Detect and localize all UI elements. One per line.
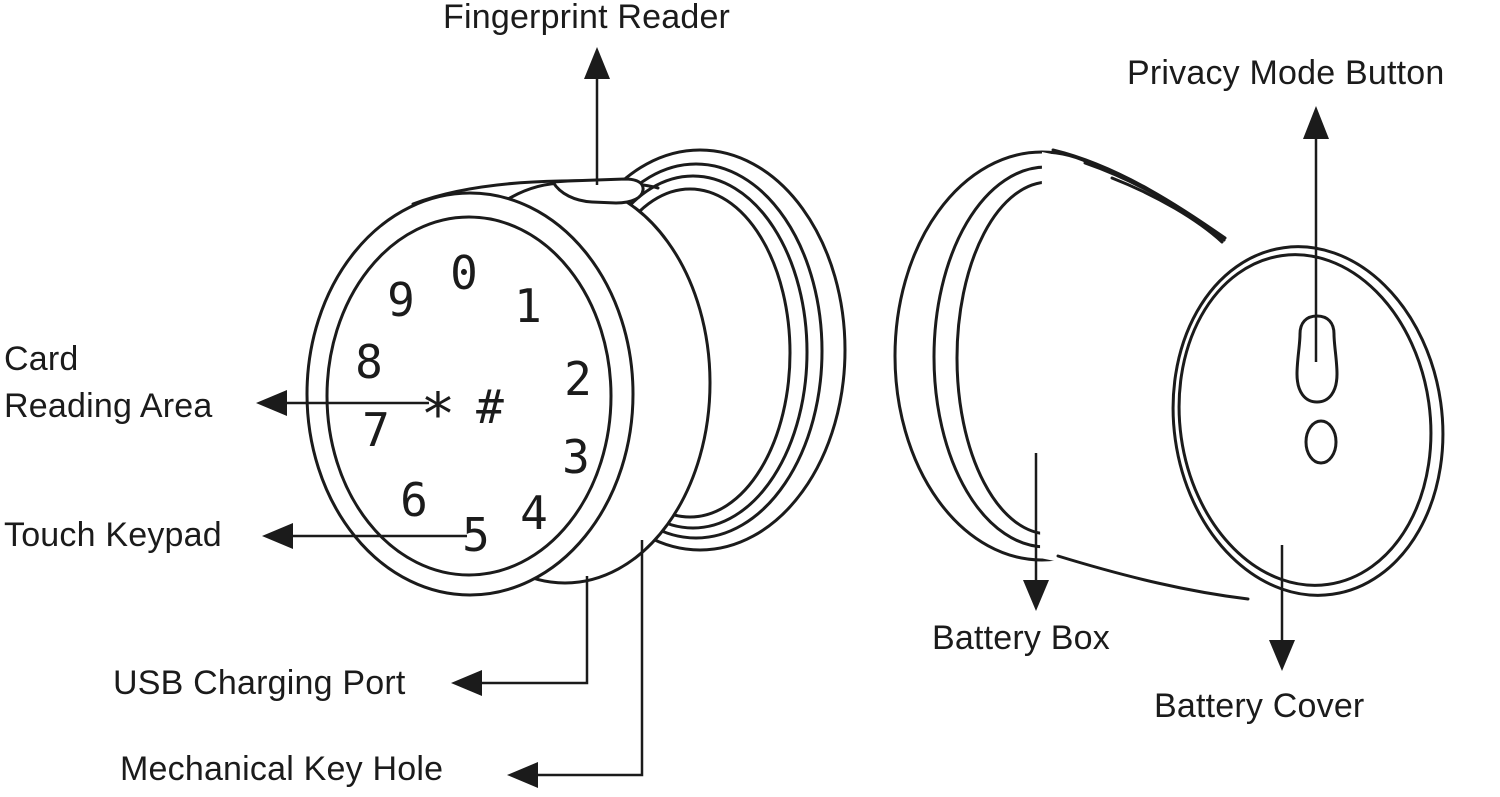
label-battery-cover: Battery Cover bbox=[1154, 687, 1365, 725]
keypad-digit-1: 1 bbox=[514, 279, 542, 333]
keypad-digit-0: 0 bbox=[450, 246, 478, 300]
keypad-digit-9: 9 bbox=[387, 273, 415, 327]
label-usb-charging-port: USB Charging Port bbox=[113, 664, 406, 702]
arrow-usb-charging-port bbox=[451, 576, 589, 696]
arrow-privacy-mode-button bbox=[1303, 106, 1329, 362]
arrow-fingerprint-reader bbox=[584, 47, 610, 185]
front-knob-drawing: 0 1 2 3 4 5 6 7 8 9 * # bbox=[305, 148, 847, 597]
keypad-digit-3: 3 bbox=[562, 430, 590, 484]
arrow-battery-box bbox=[1023, 453, 1049, 611]
battery-cover-inner-rim bbox=[1177, 253, 1433, 587]
back-knob-top-edge-3 bbox=[1110, 176, 1224, 244]
label-card-reading-area-line1: Card bbox=[4, 340, 79, 378]
label-card-reading-area: Card Reading Area bbox=[4, 336, 212, 430]
label-fingerprint-reader: Fingerprint Reader bbox=[443, 0, 731, 36]
back-knob-top-edge-2 bbox=[1083, 161, 1226, 242]
keypad-digit-6: 6 bbox=[400, 473, 428, 527]
keypad-digit-2: 2 bbox=[564, 352, 592, 406]
label-mechanical-key-hole: Mechanical Key Hole bbox=[120, 750, 444, 788]
arrow-card-reading-area bbox=[256, 390, 429, 416]
back-knob-drawing bbox=[893, 148, 1445, 601]
keypad-star-key: * bbox=[421, 380, 456, 448]
arrow-touch-keypad bbox=[262, 523, 467, 549]
label-battery-box: Battery Box bbox=[932, 619, 1110, 657]
keypad-digit-7: 7 bbox=[362, 403, 390, 457]
back-knob-bottom-edge bbox=[1056, 554, 1250, 601]
keypad-digit-4: 4 bbox=[520, 486, 548, 540]
touch-keypad: 0 1 2 3 4 5 6 7 8 9 * # bbox=[355, 246, 592, 562]
keypad-hash-key: # bbox=[476, 380, 504, 434]
arrow-battery-cover bbox=[1269, 545, 1295, 671]
keypad-digit-8: 8 bbox=[355, 335, 383, 389]
battery-cover-face bbox=[1171, 245, 1445, 597]
arrow-mechanical-key-hole bbox=[507, 540, 644, 788]
thumbturn-hole bbox=[1304, 419, 1338, 465]
label-touch-keypad: Touch Keypad bbox=[4, 516, 222, 554]
front-face-keypad-surface bbox=[325, 215, 613, 577]
fingerprint-reader-shape bbox=[551, 177, 645, 205]
label-card-reading-area-line2: Reading Area bbox=[4, 387, 213, 425]
label-privacy-mode-button: Privacy Mode Button bbox=[1127, 54, 1445, 92]
